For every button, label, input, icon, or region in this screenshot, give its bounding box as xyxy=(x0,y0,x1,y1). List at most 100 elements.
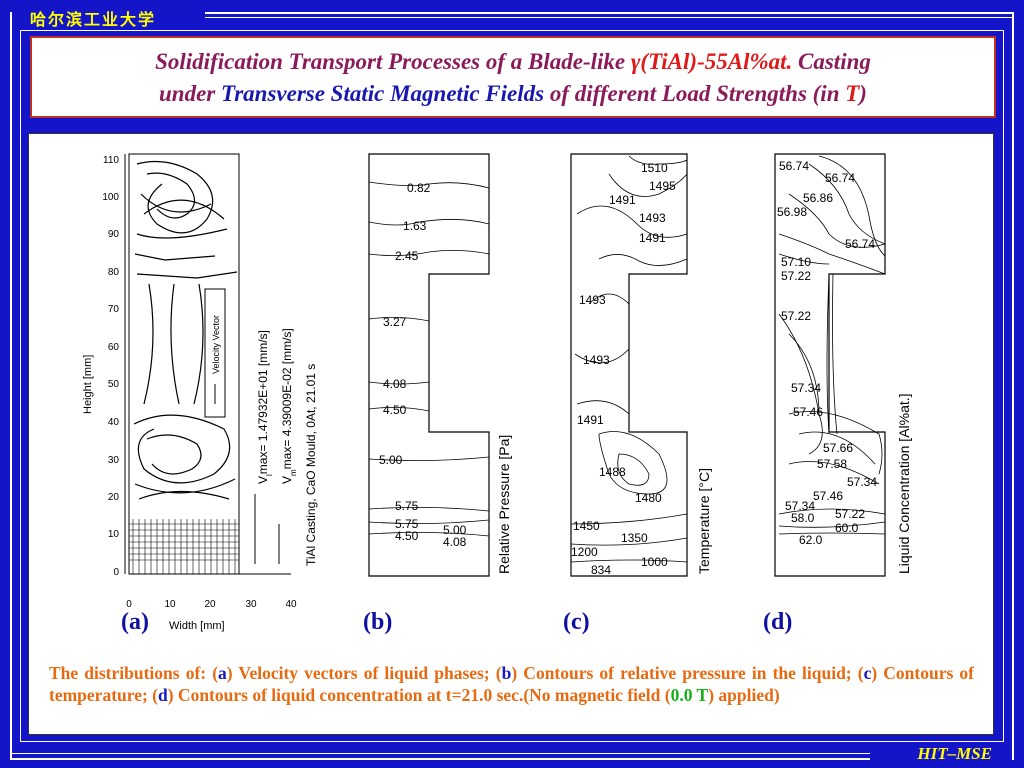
panel-a-vectors xyxy=(133,160,238,500)
b-label-8: 5.75 xyxy=(395,499,419,513)
panel-c-plot: 1510 1495 1491 1493 1491 1493 1493 1491 … xyxy=(570,153,712,577)
d-label-13: 57.34 xyxy=(847,475,877,489)
c-label-1: 1510 xyxy=(641,161,668,175)
b-label-10: 4.50 xyxy=(395,529,419,543)
frame-inner-right xyxy=(1003,30,1004,741)
b-label-7: 5.00 xyxy=(379,453,403,467)
y-tick-0: 0 xyxy=(113,567,119,578)
title-line1-a: Solidification Transport Processes of a … xyxy=(155,49,631,74)
d-label-4: 56.98 xyxy=(777,205,807,219)
frame-inner-top xyxy=(20,30,1004,31)
d-label-5: 56.74 xyxy=(845,237,875,251)
c-label-10: 1480 xyxy=(635,491,662,505)
y-tick-20: 20 xyxy=(108,492,120,503)
panel-b-plot: 0.82 1.63 2.45 3.27 4.08 4.50 5.00 5.75 … xyxy=(368,153,512,577)
caption-part-1: The distributions of: ( xyxy=(49,663,219,683)
y-tick-70: 70 xyxy=(108,304,120,315)
velocity-vector-legend-box xyxy=(204,288,226,418)
caption-d: d xyxy=(158,685,168,705)
b-label-1: 0.82 xyxy=(407,181,431,195)
d-label-3: 56.86 xyxy=(803,191,833,205)
panel-a-label: (a) xyxy=(121,609,149,635)
panel-a-bottom-grid xyxy=(129,519,239,574)
panel-d-contours xyxy=(778,155,886,535)
caption-part-2: ) Velocity vectors of liquid phases; ( xyxy=(226,663,502,683)
panel-b-label: (b) xyxy=(363,609,393,635)
c-label-6: 1493 xyxy=(579,293,606,307)
caption-a: a xyxy=(218,663,227,683)
title-line2-a: under xyxy=(159,81,222,106)
x-tick-30: 30 xyxy=(245,599,257,610)
panel-a-y-ticks: 0 10 20 30 40 50 60 70 80 90 100 110 xyxy=(102,155,119,578)
c-label-7: 1493 xyxy=(583,353,610,367)
figure-svg: 0 10 20 30 40 50 60 70 80 90 100 110 0 1… xyxy=(82,153,912,632)
panel-a-plot: 0 10 20 30 40 50 60 70 80 90 100 110 0 1… xyxy=(82,153,318,632)
c-label-11: 1450 xyxy=(573,519,600,533)
title-box: Solidification Transport Processes of a … xyxy=(30,36,996,118)
b-label-3: 2.45 xyxy=(395,249,419,263)
vm-max-text: Vmmax= 4.39009E-02 [mm/s] xyxy=(280,328,298,484)
d-label-7: 57.22 xyxy=(781,269,811,283)
x-tick-10: 10 xyxy=(164,599,176,610)
d-label-18: 60.0 xyxy=(835,521,859,535)
y-tick-50: 50 xyxy=(108,379,120,390)
d-label-9: 57.34 xyxy=(791,381,821,395)
d-label-19: 62.0 xyxy=(799,533,823,547)
panel-c-label: (c) xyxy=(563,609,590,635)
c-label-5: 1491 xyxy=(639,231,666,245)
figure-caption: The distributions of: (a) Velocity vecto… xyxy=(49,662,974,706)
caption-part-6: .(No magnetic field ( xyxy=(518,685,671,705)
c-label-12: 1350 xyxy=(621,531,648,545)
c-label-2: 1495 xyxy=(649,179,676,193)
university-logo-text: 哈尔滨工业大学 xyxy=(30,10,157,29)
frame-inner-left xyxy=(20,30,21,741)
c-label-3: 1491 xyxy=(609,193,636,207)
panel-b-outline xyxy=(368,153,490,577)
c-label-4: 1493 xyxy=(639,211,666,225)
slide-title: Solidification Transport Processes of a … xyxy=(32,46,994,110)
figure-panel: 0 10 20 30 40 50 60 70 80 90 100 110 0 1… xyxy=(28,133,994,735)
frame-left-line xyxy=(10,12,12,760)
b-label-5: 4.08 xyxy=(383,377,407,391)
b-label-4: 3.27 xyxy=(383,315,407,329)
panel-d-label: (d) xyxy=(763,609,793,635)
b-label-12: 4.08 xyxy=(443,535,467,549)
panel-b-labels: 0.82 1.63 2.45 3.27 4.08 4.50 5.00 5.75 … xyxy=(379,181,467,549)
panel-b-axis-title: Relative Pressure [Pa] xyxy=(496,435,512,574)
y-tick-90: 90 xyxy=(108,229,120,240)
d-label-6: 57.10 xyxy=(781,255,811,269)
y-tick-60: 60 xyxy=(108,342,120,353)
frame-bottom-line-2 xyxy=(10,753,870,754)
title-line2-c: of different Load Strengths (in xyxy=(544,81,846,106)
title-line2-b: Transverse Static Magnetic Fields xyxy=(221,81,545,106)
d-label-8: 57.22 xyxy=(781,309,811,323)
panel-c-labels: 1510 1495 1491 1493 1491 1493 1493 1491 … xyxy=(571,161,676,577)
frame-bottom-line xyxy=(10,758,870,760)
title-line2-d: T xyxy=(845,81,860,106)
x-tick-20: 20 xyxy=(204,599,216,610)
x-tick-40: 40 xyxy=(285,599,297,610)
d-label-15: 57.34 xyxy=(785,499,815,513)
c-label-13: 1200 xyxy=(571,545,598,559)
c-label-9: 1488 xyxy=(599,465,626,479)
y-tick-10: 10 xyxy=(108,529,120,540)
casting-info-text: TiAl Casting, CaO Mould, 0At, 21.01 s xyxy=(304,364,318,566)
caption-part-4: ) Contours of temperature; ( xyxy=(49,663,974,705)
panel-a-y-label: Height [mm] xyxy=(82,355,94,414)
d-label-12: 57.58 xyxy=(817,457,847,471)
c-label-8: 1491 xyxy=(577,413,604,427)
footer-label: HIT–MSE xyxy=(917,744,992,763)
caption-part-3: ) Contours of relative pressure in the l… xyxy=(511,663,864,683)
panel-a-x-ticks: 0 10 20 30 40 xyxy=(126,599,297,610)
velocity-vector-legend-text: Velocity Vector xyxy=(211,315,221,374)
y-tick-80: 80 xyxy=(108,267,120,278)
frame-top-line xyxy=(205,12,1013,14)
d-label-2: 56.74 xyxy=(825,171,855,185)
d-label-1: 56.74 xyxy=(779,159,809,173)
b-label-11: 5.00 xyxy=(443,523,467,537)
panel-d-labels: 56.74 56.74 56.86 56.98 56.74 57.10 57.2… xyxy=(777,159,877,547)
caption-part-7: ) applied) xyxy=(708,685,780,705)
panel-a-x-label: Width [mm] xyxy=(169,620,225,632)
caption-field-value: 0.0 T xyxy=(670,685,709,705)
b-label-9: 5.75 xyxy=(395,517,419,531)
